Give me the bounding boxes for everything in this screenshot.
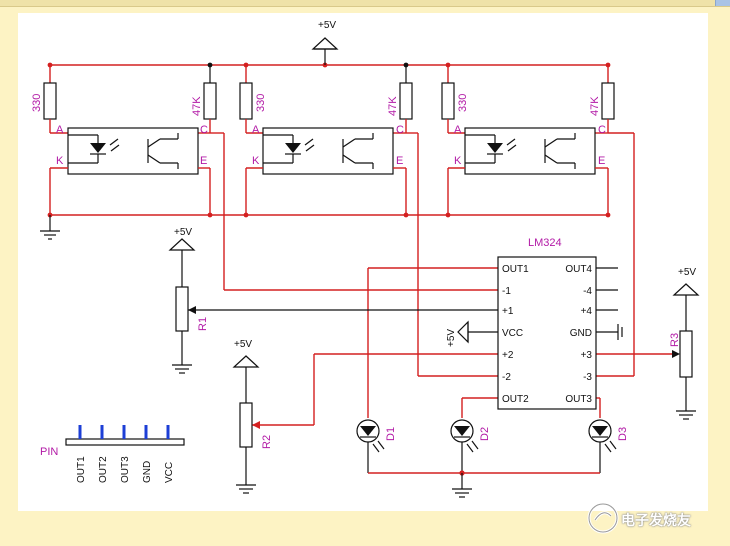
ic-pin-left-label: -1: [502, 286, 511, 297]
vcc-label-r1: +5V: [174, 227, 192, 238]
connector-pin-label: OUT1: [76, 456, 87, 483]
pin-e-label: E: [598, 155, 605, 167]
resistor-47k-label: 47K: [387, 96, 399, 116]
watermark-text: 电子发烧友: [621, 513, 691, 529]
pin-k-label: K: [454, 155, 462, 167]
pin-connector: PIN OUT1 OUT2 OUT3 GND VCC: [40, 425, 185, 483]
resistor-47k-label: 47K: [589, 96, 601, 116]
pin-c-label: C: [396, 124, 404, 136]
window-corner-badge: [715, 0, 730, 6]
schematic-canvas: +5V 330 47K: [18, 13, 708, 511]
circuit-schematic: +5V 330 47K: [31, 20, 700, 498]
r1-label: R1: [197, 317, 209, 331]
led-d3: D3: [588, 419, 629, 473]
ic-pin-left-label: VCC: [502, 328, 523, 339]
ic-pin-right-label: +3: [581, 350, 593, 361]
pin-e-label: E: [396, 155, 403, 167]
signal-wires: [186, 132, 678, 426]
ic-pin-left-label: +2: [502, 350, 514, 361]
pin-a-label: A: [454, 124, 462, 136]
pin-c-label: C: [598, 124, 606, 136]
pin-a-label: A: [252, 124, 260, 136]
ic-pin-left-label: +1: [502, 306, 514, 317]
ic-pin-right-label: OUT3: [565, 394, 592, 405]
ic-pin-left-label: OUT2: [502, 394, 529, 405]
connector-pin-label: OUT2: [98, 456, 109, 483]
ic-pin-right-label: GND: [570, 328, 592, 339]
watermark-logo: 电子发烧友: [585, 498, 725, 538]
ic-name-label: LM324: [528, 237, 562, 249]
pin-e-label: E: [200, 155, 207, 167]
vcc-label-r3: +5V: [678, 267, 696, 278]
power-rail-top: [47, 62, 611, 68]
pin-k-label: K: [252, 155, 260, 167]
d2-label: D2: [479, 427, 491, 441]
r3-label: R3: [669, 333, 681, 347]
connector-pin-label: OUT3: [120, 456, 131, 483]
optocoupler-3: 330 47K A K C E: [441, 65, 615, 215]
led-d2: D2: [450, 419, 491, 473]
connector-pins: OUT1 OUT2 OUT3 GND VCC: [76, 425, 175, 483]
ic-pin-right-label: OUT4: [565, 264, 592, 275]
vcc-label-r2: +5V: [234, 339, 252, 350]
d1-label: D1: [385, 427, 397, 441]
connector-label: PIN: [40, 446, 58, 458]
pin-a-label: A: [56, 124, 64, 136]
optocoupler-2: 330 47K A K C E: [239, 65, 413, 215]
ic-pin-left-label: -2: [502, 372, 511, 383]
window-top-border: [0, 0, 730, 7]
ic-pin-right-label: -4: [583, 286, 592, 297]
optocoupler-1: 330 47K A K C E: [31, 65, 217, 215]
led-d1: D1: [356, 419, 397, 473]
resistor-330-label: 330: [31, 94, 43, 112]
pin-k-label: K: [56, 155, 64, 167]
vcc-label-ic: +5V: [446, 329, 457, 347]
r2-label: R2: [261, 435, 273, 449]
resistor-47k-label: 47K: [191, 96, 203, 116]
ic-pin-right-label: +4: [581, 306, 593, 317]
vcc-label-top: +5V: [318, 20, 336, 31]
pin-c-label: C: [200, 124, 208, 136]
ic-pin-left-label: OUT1: [502, 264, 529, 275]
potentiometer-r2: +5V R2: [232, 339, 273, 494]
watermark-icon: [587, 502, 619, 534]
led-ground-bus: [368, 470, 600, 498]
vcc-symbol-top: +5V: [311, 20, 339, 65]
potentiometer-r3: +5V R3: [669, 267, 700, 420]
d3-label: D3: [617, 427, 629, 441]
resistor-330-label: 330: [457, 94, 469, 112]
connector-pin-label: VCC: [164, 462, 175, 483]
resistor-330-label: 330: [255, 94, 267, 112]
connector-pin-label: GND: [142, 461, 153, 483]
ic-pin-right-label: -3: [583, 372, 592, 383]
potentiometer-r1: +5V R1: [168, 227, 209, 374]
ground-rail-top-section: [40, 212, 611, 240]
